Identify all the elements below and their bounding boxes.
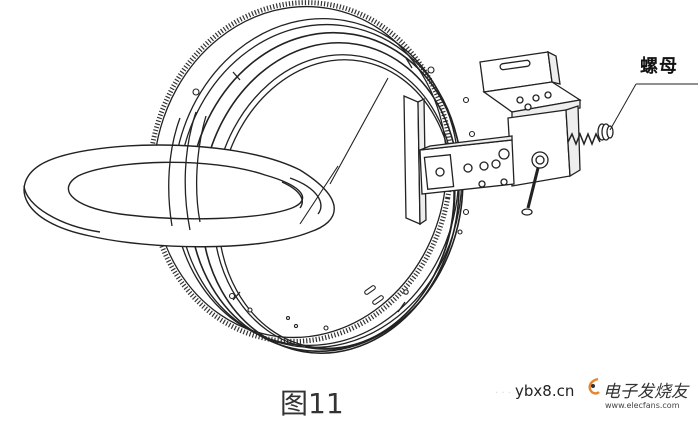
elecfans-logo-icon (588, 377, 600, 395)
watermark-dots: · · · (495, 388, 511, 399)
watermark-url: www.elecfans.com (605, 401, 680, 410)
watermark-domain: ybx8.cn (515, 382, 575, 400)
callout-label-nut: 螺母 (640, 56, 678, 77)
ring-slots (364, 285, 384, 305)
callout-leader (609, 83, 698, 131)
pipe-loop (23, 144, 335, 248)
watermark: · · · ybx8.cn 电子发烧友 www.elecfans.com (495, 372, 693, 418)
inner-guide-line (299, 77, 389, 225)
ring-front-segment (168, 111, 207, 231)
watermark-site-name: 电子发烧友 (603, 382, 688, 402)
spring (567, 131, 601, 147)
slide-block (507, 109, 571, 187)
tool-bracket (419, 50, 614, 216)
figure-caption: 图11 (280, 387, 344, 420)
